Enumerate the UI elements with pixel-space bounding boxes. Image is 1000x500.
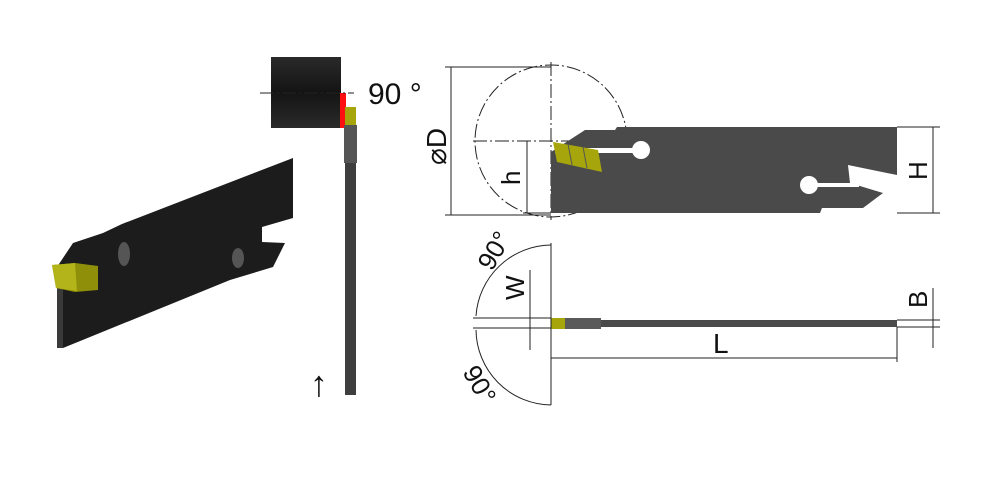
upper-angle-label: 90° [471,226,517,275]
side-blade [345,125,356,395]
W-label: W [500,275,530,300]
clamp-hole-front-2 [800,176,818,194]
feed-arrow: ↑ [310,363,328,404]
contact-face [340,93,346,128]
lower-angle-arc [475,329,552,406]
diameter-label: ⌀D [421,128,452,165]
top-blade-head [565,318,601,329]
H-label: H [903,161,933,180]
L-label: L [713,328,729,359]
insert-line [567,143,573,166]
clamp-slot-2 [809,183,859,187]
lower-angle-label: 90° [457,360,503,409]
clamp-hole-1 [118,242,130,266]
front-view: ⌀D h H [421,62,940,220]
upper-angle-arc [475,244,552,317]
blade-3d-view [52,158,293,348]
angle-top-label: 90 ° [368,78,422,111]
clamp-hole-2 [232,248,244,268]
B-label: B [903,291,933,308]
top-view: W 90° 90° B L [457,226,940,409]
h-label: h [496,171,526,185]
blade-front [551,127,897,213]
blade-3d-body [57,158,293,348]
front-insert [553,142,602,172]
side-blade-head [344,125,357,163]
side-insert [345,107,356,125]
clamp-hole-front-1 [632,141,650,159]
insert-face [52,263,77,291]
insert-line [582,146,588,169]
side-view: 90 ° ↑ [260,57,422,404]
top-insert [551,318,565,329]
blade-top [551,320,897,327]
